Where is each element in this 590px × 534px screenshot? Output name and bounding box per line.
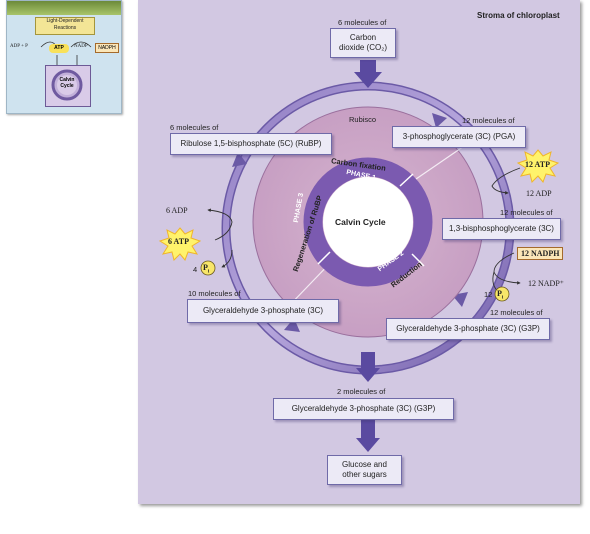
pi12-letter: P (497, 289, 502, 298)
co2-line2: dioxide (CO₂) (338, 43, 387, 52)
g3p-output-arrow (356, 352, 380, 382)
pi4-circle-icon (200, 260, 216, 276)
pi4-letter: P (203, 263, 208, 272)
thumbnail-calvin-label: Calvin Cycle (45, 77, 89, 89)
glucose-line2: other sugars (342, 470, 387, 479)
pga-count: 12 molecules of (462, 116, 515, 125)
g3p2-box: Glyceraldehyde 3-phosphate (3C) (G3P) (273, 398, 454, 420)
bpg-count: 12 molecules of (500, 208, 553, 217)
atp6-label: 6 ATP (168, 237, 189, 246)
bpg-box: 1,3-bisphosphoglycerate (3C) (442, 218, 561, 240)
pi12-circle-icon (494, 286, 510, 302)
atp12-to-adp12-arrow (491, 167, 521, 195)
co2-box: Carbon dioxide (CO₂) (330, 28, 396, 58)
phase-ring-divider-2 (411, 253, 425, 267)
g3p10-box: Glyceraldehyde 3-phosphate (3C) (187, 299, 339, 323)
g3p12-box: Glyceraldehyde 3-phosphate (3C) (G3P) (386, 318, 550, 340)
thumbnail-nadph-badge: NADPH (95, 43, 119, 53)
phase-ring-divider-3 (317, 251, 331, 265)
pi4-count: 4 (193, 265, 198, 274)
g3p10-count: 10 molecules of (188, 289, 241, 298)
atp12-starburst-icon (516, 149, 560, 183)
stroma-label: Stroma of chloroplast (477, 11, 560, 20)
co2-line1: Carbon (349, 33, 377, 42)
thumbnail-title-line2: Reactions (53, 25, 77, 31)
nadp12-label: 12 NADP⁺ (528, 279, 565, 288)
thumbnail-adp-pi: ADP + P (10, 44, 28, 49)
calvin-cycle-center-label: Calvin Cycle (335, 217, 386, 227)
adp6-label: 6 ADP (166, 206, 188, 215)
ring-arrow-top (432, 113, 447, 128)
grass-band (7, 1, 121, 15)
thumbnail-cycle-icon (51, 69, 83, 101)
pi12-symbol: Pi (497, 289, 503, 301)
thumbnail-atp-badge: ATP (49, 44, 69, 53)
ring-arrow-bottom (284, 318, 300, 332)
pi12-count: 12 (484, 290, 493, 299)
rubp-count: 6 molecules of (170, 123, 219, 132)
thumbnail-nadp: NADP (74, 44, 88, 49)
g3p12-count: 12 molecules of (490, 308, 543, 317)
cycle-center (323, 177, 413, 267)
overview-thumbnail: Light-Dependent Reactions ADP + P ATP NA… (6, 0, 122, 114)
sugar-output-arrow (356, 420, 380, 452)
atp12-label: 12 ATP (525, 160, 550, 169)
rubisco-label: Rubisco (349, 115, 377, 124)
glucose-line1: Glucose and (342, 460, 387, 469)
glucose-box: Glucose and other sugars (327, 455, 402, 485)
pi4-release-arrow (221, 249, 233, 268)
atp6-to-adp6-arrow (207, 208, 233, 241)
co2-input-arrow (354, 60, 382, 88)
thumbnail-calvin-line2: Cycle (60, 83, 74, 89)
nadph12-badge: 12 NADPH (517, 247, 564, 260)
rubp-box: Ribulose 1,5-bisphosphate (5C) (RuBP) (170, 133, 332, 155)
adp12-label: 12 ADP (526, 189, 552, 198)
pi4-symbol: Pi (203, 263, 209, 275)
g3p2-count: 2 molecules of (337, 387, 386, 396)
light-dependent-box: Light-Dependent Reactions (35, 17, 95, 35)
pga-box: 3-phosphoglycerate (3C) (PGA) (392, 126, 526, 148)
co2-count: 6 molecules of (338, 18, 387, 27)
pi4-subscript: i (207, 269, 210, 275)
atp6-starburst-icon (158, 227, 202, 261)
phase-ring (303, 157, 433, 287)
phase-ring-divider-1 (399, 173, 414, 187)
ring-arrow-left (232, 152, 247, 167)
thumbnail-title-line1: Light-Dependent (46, 18, 84, 24)
thumbnail-calvin-line1: Calvin (59, 77, 75, 83)
pi12-subscript: i (501, 295, 504, 301)
